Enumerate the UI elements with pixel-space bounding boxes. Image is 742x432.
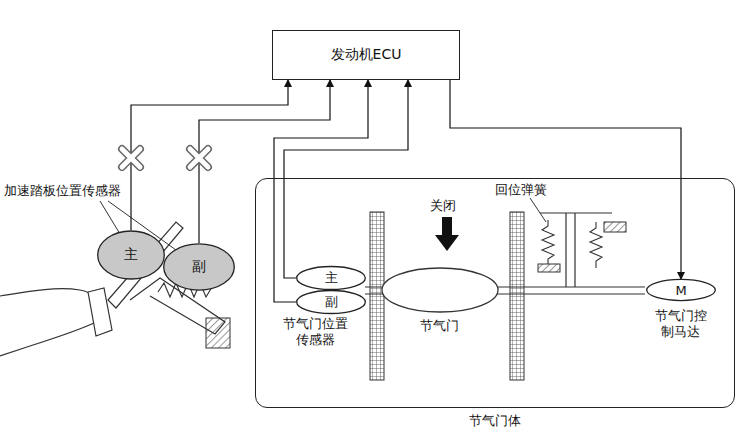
signal-wire (199, 80, 330, 243)
oval-shape (647, 279, 716, 300)
signal-wire (450, 80, 681, 279)
oval-shape (297, 266, 366, 289)
node-text: 主 (124, 246, 138, 264)
foot (0, 289, 100, 356)
mesh-plate (370, 212, 384, 380)
oval-shape (297, 290, 366, 313)
part-label: 节气门控制马达 (653, 308, 708, 341)
part-label: 节气门 (420, 318, 459, 334)
node-text: 节气门体 (256, 412, 734, 430)
leader-line (530, 198, 546, 222)
spring-ground (604, 222, 626, 232)
foot-sole (88, 288, 112, 336)
return-spring (542, 220, 554, 264)
ecu-box: 发动机ECU (272, 30, 460, 80)
spring-bracket (540, 213, 612, 287)
oval-shape (98, 231, 165, 279)
pedal-sensor-oval: 主 (97, 230, 165, 280)
close-arrow (435, 217, 459, 251)
signal-wire (274, 80, 368, 302)
leader-line (100, 201, 120, 234)
return-spring (590, 222, 602, 268)
part-label: 回位弹簧 (495, 182, 547, 198)
signal-wire (284, 80, 408, 278)
disconnect-mark (190, 149, 208, 167)
throttle-sensor-oval: 副 (296, 290, 366, 314)
spring-ground (538, 264, 560, 272)
throttle-valve (382, 268, 498, 312)
node-text: M (675, 283, 686, 298)
oval-shape (164, 244, 235, 290)
pedal-sensor-oval: 副 (163, 243, 235, 291)
action-label: 关闭 (430, 198, 456, 214)
signal-wire (131, 80, 288, 230)
throttle-body-housing: 节气门体主副M (255, 178, 735, 408)
node-text: 发动机ECU (331, 46, 402, 64)
node-text: 主 (325, 269, 338, 287)
node-text: 副 (192, 258, 206, 276)
mesh-plate (510, 212, 524, 380)
disconnect-mark (122, 149, 140, 167)
part-label: 节气门位置传感器 (282, 316, 348, 349)
node-text: 副 (325, 293, 338, 311)
part-label: 加速踏板位置传感器 (4, 183, 121, 199)
throttle-sensor-oval: 主 (296, 266, 366, 290)
pedal-mount (206, 318, 230, 348)
motor-oval: M (646, 279, 716, 301)
